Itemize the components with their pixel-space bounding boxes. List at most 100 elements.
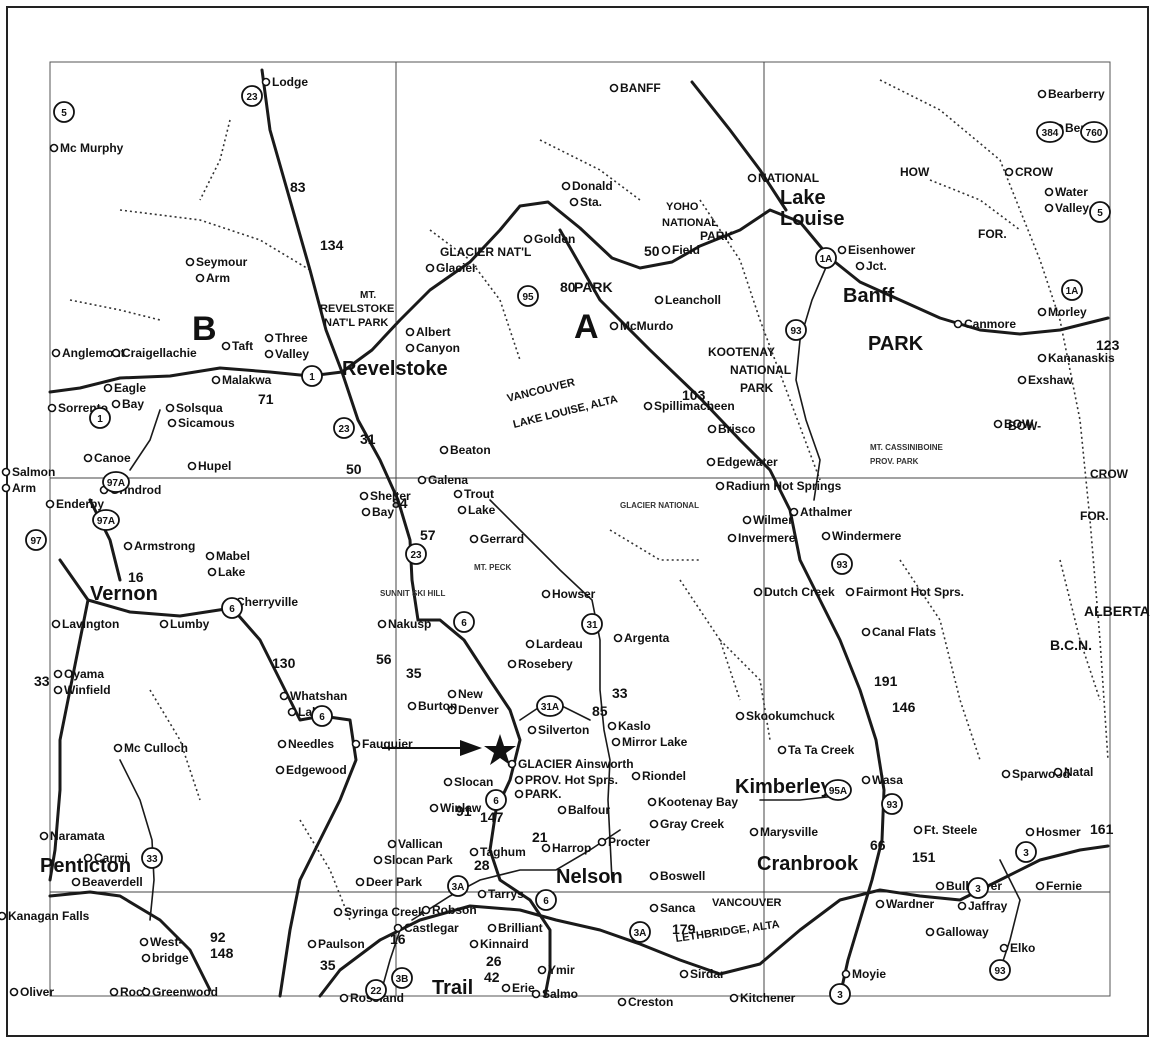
town: Water [1044, 185, 1088, 199]
town-label: Solsqua [176, 401, 223, 415]
shield-number: 6 [229, 604, 235, 615]
town-dot [457, 505, 467, 515]
town-label: Shelter [370, 489, 411, 503]
town-label: Lumby [170, 617, 210, 631]
shield-icon [391, 967, 413, 989]
shield-number: 6 [543, 896, 549, 907]
route-distance: 71 [258, 391, 274, 407]
route-distance: 50 [346, 461, 362, 477]
shield-icon [485, 789, 507, 811]
route-distance: 179 [672, 921, 696, 937]
town-major: Kimberley [735, 776, 833, 798]
route-distance: 35 [406, 665, 422, 681]
map-grid [50, 62, 1110, 996]
region-label: PARK [574, 279, 613, 295]
town-label: Sanca [660, 901, 696, 915]
town: West- [139, 935, 182, 949]
town-label: Deer Park [366, 875, 422, 889]
town-major: Lake [780, 187, 826, 209]
town-label: Edgewater [717, 455, 778, 469]
town: Kootenay Bay [647, 795, 738, 809]
highway-shield: 97 [25, 529, 47, 551]
highway-shield: 3B [391, 967, 413, 989]
town: bridge [141, 951, 189, 965]
town-label: Skookumchuck [746, 709, 835, 723]
shield-number: 23 [410, 550, 422, 561]
town: Argenta [613, 631, 670, 645]
town: GLACIER Ainsworth [507, 757, 634, 771]
town-dot [83, 453, 93, 463]
town-major-label: Trail [432, 977, 473, 999]
town-label: Radium Hot Springs [726, 479, 842, 493]
town: Taghum [469, 845, 526, 859]
town-dot [607, 721, 617, 731]
town-dot [53, 669, 63, 679]
town-dot [1053, 767, 1063, 777]
town: Lodge [261, 75, 308, 89]
highway-shield: 95A [824, 779, 852, 801]
town-label: Mc Murphy [60, 141, 124, 155]
town-dot [525, 639, 535, 649]
town-label: Cherryville [236, 595, 298, 609]
town-label: Rosebery [518, 657, 573, 671]
town: Mirror Lake [611, 735, 688, 749]
highways [48, 68, 1110, 998]
town-label: Valley [275, 347, 309, 361]
town-dot [83, 853, 93, 863]
town-dot [439, 445, 449, 455]
town-dot [141, 953, 151, 963]
town-label: BOW [1004, 417, 1034, 431]
route-distance: 147 [480, 809, 504, 825]
town-dot [51, 348, 61, 358]
route-distance: 33 [612, 685, 628, 701]
town-dot [211, 375, 221, 385]
highway-shield: 3 [1015, 841, 1037, 863]
town-major-label: Cranbrook [757, 853, 859, 875]
shield-icon [405, 543, 427, 565]
shield-icon [241, 85, 263, 107]
town-dot [351, 739, 361, 749]
town-dot [749, 827, 759, 837]
town-dot [111, 348, 121, 358]
town-label: Kootenay Bay [658, 795, 738, 809]
town-dot [537, 965, 547, 975]
route-distance: 42 [484, 969, 500, 985]
town-dot [742, 515, 752, 525]
town: Fairmont Hot Sprs. [845, 585, 964, 599]
town-dot [264, 333, 274, 343]
highway-shield: 1 [89, 407, 111, 429]
route-distance: 31 [360, 431, 376, 447]
route-distance: 148 [210, 945, 234, 961]
town-label: Eisenhower [848, 243, 916, 257]
town-dot [514, 775, 524, 785]
town-label: Procter [608, 835, 650, 849]
town-dot [501, 983, 511, 993]
shield-icon [1061, 279, 1083, 301]
town-dot [613, 633, 623, 643]
town: Windermere [821, 529, 902, 543]
town-label: Canal Flats [872, 625, 936, 639]
town: Denver [447, 703, 499, 717]
town: Wardner [875, 897, 935, 911]
shield-number: 97A [97, 516, 115, 527]
highway-shield: 3A [447, 875, 469, 897]
town-dot [957, 901, 967, 911]
town-label: PARK. [525, 787, 561, 801]
town-label: Hosmer [1036, 825, 1081, 839]
shield-icon [447, 875, 469, 897]
shield-number: 31A [541, 702, 559, 713]
town-label: Slocan Park [384, 853, 453, 867]
town-dot [447, 705, 457, 715]
shield-number: 95 [522, 292, 534, 303]
town: Kanagan Falls [0, 909, 90, 923]
route-distance: 123 [1096, 337, 1120, 353]
town-dot [261, 77, 271, 87]
town-dot [541, 589, 551, 599]
town-dot [185, 257, 195, 267]
town-dot [477, 889, 487, 899]
town-dot [1004, 167, 1014, 177]
town: Bay [111, 397, 144, 411]
town-label: Dutch Creek [764, 585, 835, 599]
town-label: Sta. [580, 195, 602, 209]
